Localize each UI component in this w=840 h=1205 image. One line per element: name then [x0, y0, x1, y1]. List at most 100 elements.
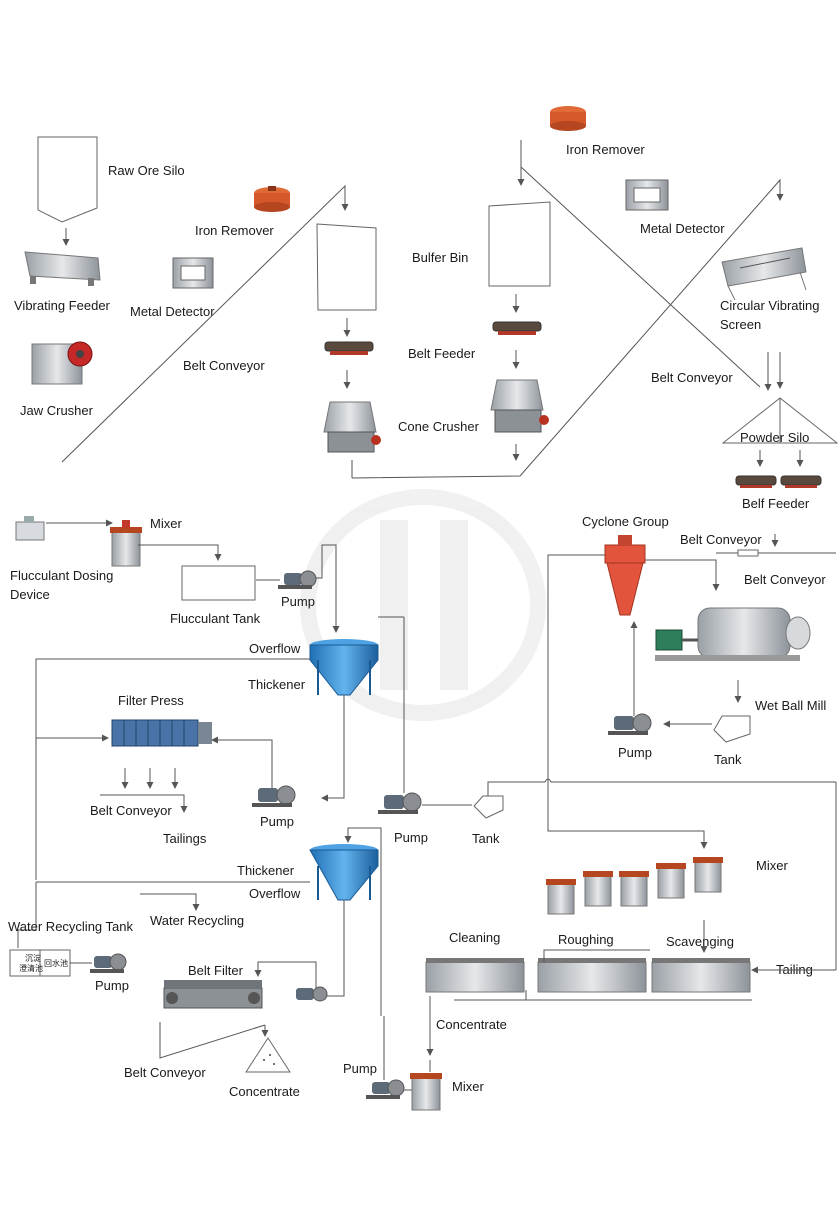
tank-cn-label-1: 沉淀 [25, 953, 41, 963]
tank-icon-2 [473, 795, 504, 819]
flotation-link-line [543, 949, 650, 962]
vibrating-feeder-label: Vibrating Feeder [14, 298, 111, 313]
silo-2-icon [316, 223, 377, 311]
pump-icon-4 [378, 792, 422, 814]
vibrating-feeder-icon [24, 251, 101, 286]
belt-conveyor-label-3: Belt Conveyor [680, 532, 762, 547]
mixer-group-icon [546, 857, 723, 915]
filter-press-label: Filter Press [118, 693, 184, 708]
thickener-underflow-line-2 [319, 900, 345, 1000]
metal-detector-label-2: Metal Detector [640, 221, 725, 236]
circular-vibrating-screen-label-1: Circular Vibrating [720, 298, 819, 313]
belt-feeder-icon-2 [492, 321, 542, 335]
cone-crusher-icon-2 [490, 379, 549, 433]
belt-conveyor-line-5 [100, 794, 188, 813]
cleaning-cell-icon [425, 958, 525, 993]
tank-label-2: Tank [472, 831, 500, 846]
flow-arrow [316, 544, 340, 633]
belt-feeder-label: Belt Feeder [408, 346, 476, 361]
cone-crusher-label: Cone Crusher [398, 419, 480, 434]
belt-conveyor-label-5: Belt Conveyor [90, 803, 172, 818]
cyclone-underflow-line [645, 559, 720, 591]
overflow-label-2: Overflow [249, 886, 301, 901]
conveyor-roller [737, 549, 759, 557]
flow-arrow [254, 961, 317, 992]
pump-label-5: Pump [95, 978, 129, 993]
belf-feeder-label: Belf Feeder [742, 496, 810, 511]
pump-label-6: Pump [343, 1061, 377, 1076]
wet-ball-mill-label: Wet Ball Mill [755, 698, 826, 713]
belt-conveyor-label-6: Belt Conveyor [124, 1065, 206, 1080]
iron-remover-label-2: Iron Remover [566, 142, 645, 157]
circular-vibrating-screen-icon [721, 247, 807, 301]
pump-label-1: Pump [281, 594, 315, 609]
mixer-label-2: Mixer [756, 858, 788, 873]
tank-cn-label-2: 澄清池 [19, 963, 43, 973]
concentrate-label-2: Concentrate [229, 1084, 300, 1099]
screen-oversize-line [520, 166, 761, 388]
pump-label-2: Pump [618, 745, 652, 760]
pump-icon-1 [278, 570, 317, 589]
cyclone-group-icon [604, 535, 646, 616]
iron-remover-label-1: Iron Remover [195, 223, 274, 238]
tank-cn-label-3: 回水池 [44, 958, 68, 968]
belt-conveyor-line-1 [61, 184, 349, 463]
pump-label-3: Pump [260, 814, 294, 829]
pump-icon-2 [608, 713, 652, 735]
raw-ore-silo-icon [37, 136, 98, 223]
pump-label-4: Pump [394, 830, 428, 845]
scavenging-cell-icon [651, 958, 751, 993]
metal-detector-icon [172, 257, 214, 289]
belf-feeder-icon [735, 475, 822, 488]
jaw-crusher-icon [31, 341, 93, 385]
jaw-crusher-label: Jaw Crusher [20, 403, 94, 418]
filter-press-feed-line [211, 736, 273, 790]
overflow-label-1: Overflow [249, 641, 301, 656]
filter-press-icon [111, 719, 212, 747]
pump-icon-6 [366, 1079, 405, 1099]
concentrate-label-1: Concentrate [436, 1017, 507, 1032]
cleaning-label: Cleaning [449, 930, 500, 945]
water-recycling-tank-label: Water Recycling Tank [8, 919, 133, 934]
concentrate-pile-icon [245, 1037, 291, 1073]
pump-icon-belt-filter [296, 986, 328, 1002]
tank-icon-1 [713, 715, 751, 743]
flucculant-tank-icon [181, 565, 256, 601]
tailing-return-line [544, 778, 836, 783]
belt-conveyor-label-4: Belt Conveyor [744, 572, 826, 587]
flow-arrow [140, 893, 200, 911]
belt-conveyor-line-6 [159, 1022, 266, 1059]
cyclone-overflow-line [547, 554, 708, 849]
iron-remover-icon [254, 186, 290, 212]
flucculant-dosing-device-icon [15, 516, 45, 541]
belt-filter-label: Belt Filter [188, 963, 244, 978]
mixer-label-1: Mixer [150, 516, 182, 531]
belt-filter-icon [163, 980, 263, 1009]
thickener-icon-2 [309, 844, 379, 901]
water-recycling-label: Water Recycling [150, 913, 244, 928]
circular-vibrating-screen-label-2: Screen [720, 317, 761, 332]
thickener-underflow-line [321, 695, 345, 802]
powder-silo-icon [721, 397, 839, 444]
water-recycling-tank-icon [9, 949, 71, 977]
wet-ball-mill-icon [655, 607, 811, 661]
tank-label-1: Tank [714, 752, 742, 767]
tailings-label: Tailings [163, 831, 207, 846]
watermark-logo [300, 489, 546, 721]
iron-remover-icon-2 [550, 106, 586, 131]
flow-arrow [138, 544, 222, 561]
thickener-icon-1 [309, 639, 379, 696]
pump-icon-3 [252, 785, 296, 807]
metal-detector-icon-2 [625, 179, 669, 211]
water-recycling-line [17, 882, 37, 948]
flucculant-tank-label: Flucculant Tank [170, 611, 261, 626]
thickener-label-1: Thickener [248, 677, 306, 692]
bulfer-bin-label: Bulfer Bin [412, 250, 468, 265]
mixer-icon-1 [110, 520, 142, 567]
flow-line [487, 781, 545, 796]
overflow-return-line-1 [35, 658, 310, 880]
bulfer-bin-icon [488, 201, 551, 287]
pump-icon-5 [90, 953, 127, 973]
